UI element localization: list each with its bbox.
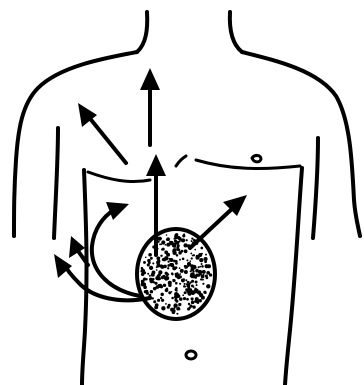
arrow-left-upper-curve	[92, 202, 140, 296]
navel	[186, 351, 196, 359]
arrow-up-left	[78, 103, 126, 163]
left-pectoral-line	[88, 172, 150, 182]
right-nipple	[252, 155, 261, 161]
left-armpit-line	[54, 128, 58, 238]
right-pectoral-line	[196, 160, 300, 168]
arrow-up-right	[190, 195, 247, 248]
neck-right-line	[230, 12, 242, 52]
right-armpit-line	[313, 138, 318, 238]
sternum-mark	[176, 156, 186, 166]
left-torso-side	[82, 170, 87, 385]
neck-left-line	[137, 12, 147, 52]
pain-focus-region	[137, 229, 215, 319]
right-torso-side	[285, 168, 302, 385]
arrow-up-center	[140, 68, 160, 145]
